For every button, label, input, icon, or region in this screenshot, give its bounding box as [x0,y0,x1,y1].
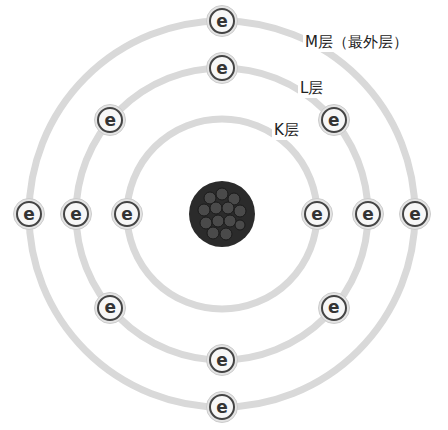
electron-symbol: e [409,206,421,223]
electron: e [318,104,350,136]
electron-symbol: e [362,206,374,223]
electron-symbol: e [216,13,228,30]
nucleus [189,181,255,247]
l-shell-orbit [76,68,368,360]
electron: e [352,198,384,230]
electron: e [206,5,238,37]
electron: e [318,292,350,324]
shell-label: K层 [272,120,301,140]
electron-symbol: e [328,112,340,129]
electron-symbol: e [104,299,116,316]
electron: e [60,198,92,230]
electron-symbol: e [216,352,228,369]
electron-symbol: e [216,399,228,416]
electron: e [206,52,238,84]
k-shell-orbit [127,119,317,309]
shell-label: L层 [298,78,325,98]
electron-symbol: e [104,112,116,129]
electron: e [94,104,126,136]
electron: e [111,198,143,230]
electron: e [206,344,238,376]
electron-symbol: e [121,206,133,223]
shell-label: M层（最外层） [303,32,410,52]
electron-symbol: e [311,206,323,223]
electron: e [94,292,126,324]
electron: e [206,391,238,423]
electron: e [13,198,45,230]
electron: e [301,198,333,230]
m-shell-orbit [29,21,415,407]
electron: e [399,198,431,230]
electron-symbol: e [23,206,35,223]
electron-symbol: e [328,299,340,316]
electron-symbol: e [216,60,228,77]
electron-symbol: e [70,206,82,223]
